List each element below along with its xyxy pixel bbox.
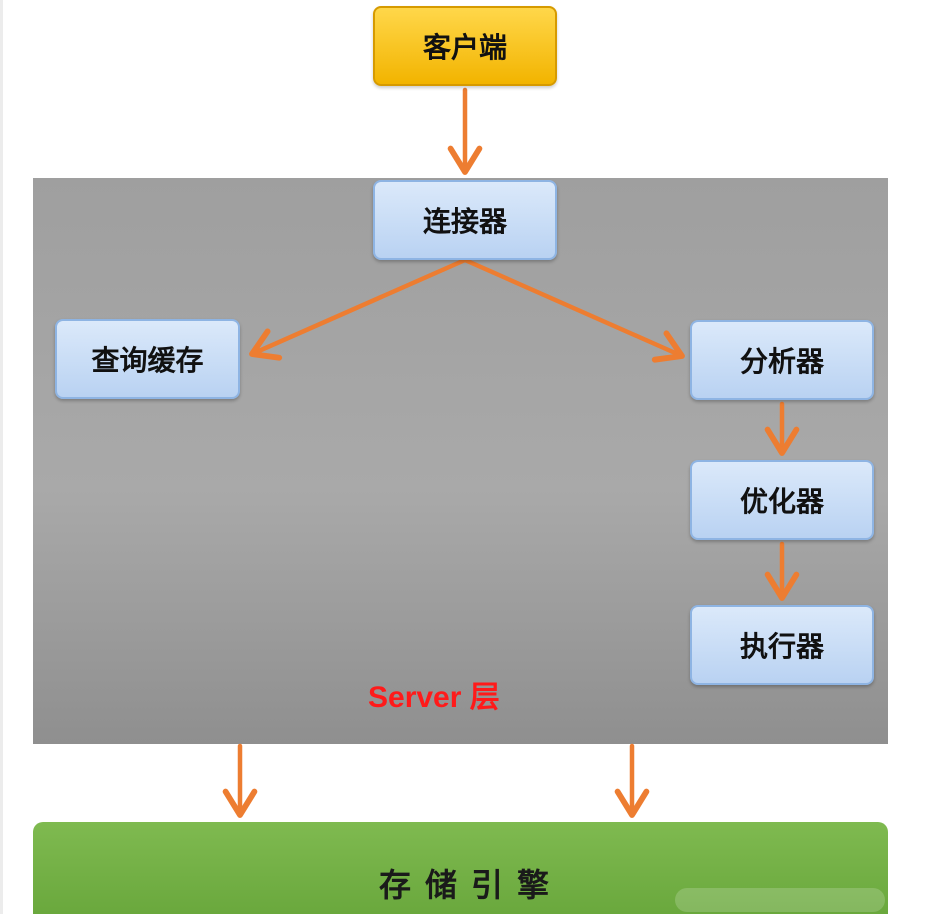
- server-layer-label: Server 层: [368, 681, 500, 714]
- executor-node: 执行器: [690, 605, 874, 685]
- page-left-edge: [0, 0, 3, 914]
- arrow-connector-to-cache: [249, 257, 468, 361]
- query-cache-node: 查询缓存: [55, 319, 240, 399]
- storage-engine-panel: [33, 822, 888, 914]
- connector-node: 连接器: [373, 180, 557, 260]
- client-node: 客户端: [373, 6, 557, 86]
- optimizer-node: 优化器: [690, 460, 874, 540]
- arrow-connector-to-analyzer: [462, 257, 685, 363]
- storage-engine-label: 存储引擎: [378, 866, 563, 904]
- watermark: [675, 888, 885, 912]
- analyzer-node: 分析器: [690, 320, 874, 400]
